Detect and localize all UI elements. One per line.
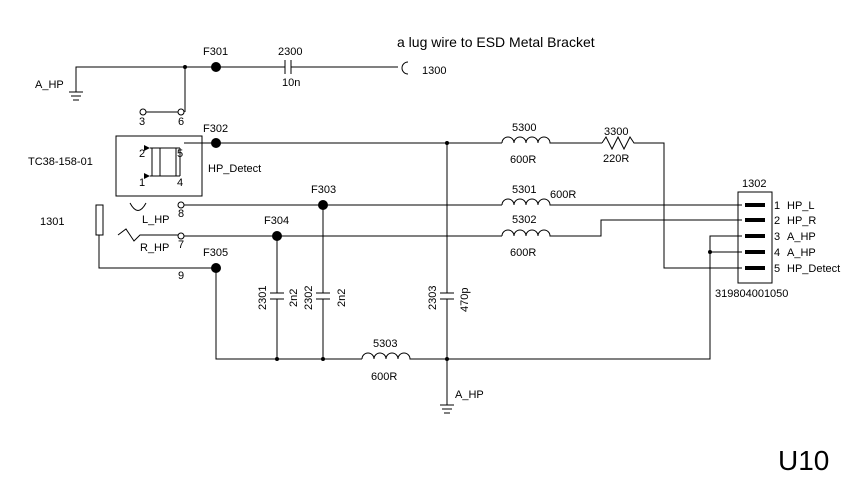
ferrite-label-f304: F304 bbox=[264, 215, 289, 227]
connector-pin-5-name: HP_Detect bbox=[787, 263, 840, 275]
cap-2301-value: 2n2 bbox=[288, 289, 300, 307]
connector-pin-3-name: A_HP bbox=[787, 231, 816, 243]
jack-pin-1: 1 bbox=[139, 177, 145, 189]
top-ground-net: A_HP F301 2300 10n 1300 bbox=[35, 46, 446, 101]
jack-block: 3 6 2 5 1 4 TC38-158-01 HP_Detect 1301 8… bbox=[28, 67, 261, 282]
connector-pin-1-name: HP_L bbox=[787, 200, 815, 212]
inductor-5301-value: 600R bbox=[550, 189, 576, 201]
ferrite-label-f302: F302 bbox=[203, 123, 228, 135]
resistor-3300-ref: 3300 bbox=[604, 126, 628, 138]
net-hp-detect: F302 5300 600R 3300 220R bbox=[184, 122, 742, 269]
jack-pin-3: 3 bbox=[139, 116, 145, 128]
lug-symbol bbox=[401, 61, 409, 75]
inductor-5302-value: 600R bbox=[510, 247, 536, 259]
connector-body bbox=[737, 191, 773, 284]
hp-detect-label: HP_Detect bbox=[208, 163, 261, 175]
connector-pin-1-num: 1 bbox=[774, 200, 780, 212]
ferrite-label-f303: F303 bbox=[311, 184, 336, 196]
connector-ref: 1302 bbox=[742, 178, 766, 190]
shunt-capacitors: 2301 2n2 2302 2n2 2303 470p bbox=[257, 143, 471, 359]
ground-label-top: A_HP bbox=[35, 79, 64, 91]
jack-pin-6: 6 bbox=[178, 116, 184, 128]
connector-pin-2-name: HP_R bbox=[787, 215, 816, 227]
cap-2303-ref: 2303 bbox=[427, 286, 439, 310]
jack-pin-5: 5 bbox=[177, 148, 183, 160]
cap-2302-ref: 2302 bbox=[303, 286, 315, 310]
jack-pin-2: 2 bbox=[139, 148, 145, 160]
cap-2302-value: 2n2 bbox=[336, 289, 348, 307]
inductor-5302-ref: 5302 bbox=[512, 214, 536, 226]
cap-2303-value: 470p bbox=[459, 288, 471, 312]
connector-pin-4-name: A_HP bbox=[787, 247, 816, 259]
net-hp-r: F304 5302 600R bbox=[184, 214, 742, 259]
connector-part-no: 319804001050 bbox=[715, 288, 788, 300]
cap-2300-ref: 2300 bbox=[278, 46, 302, 58]
jack-pin-4: 4 bbox=[177, 177, 183, 189]
r-hp-label: R_HP bbox=[140, 242, 169, 254]
cap-2300-value: 10n bbox=[282, 77, 300, 89]
inductor-5300-ref: 5300 bbox=[512, 122, 536, 134]
jack-switch-box bbox=[115, 135, 203, 197]
connector-1302: 1302 1 HP_L 2 HP_R 3 A_HP 4 A_HP 5 HP_De… bbox=[715, 178, 840, 300]
ferrite-label-f301: F301 bbox=[203, 46, 228, 58]
ground-symbol-bottom bbox=[440, 404, 454, 414]
l-hp-label: L_HP bbox=[142, 214, 170, 226]
ferrite-dot-f302 bbox=[211, 138, 221, 148]
ferrite-label-f305: F305 bbox=[203, 247, 228, 259]
jack-ref-label: TC38-158-01 bbox=[28, 156, 93, 168]
ground-symbol-top bbox=[69, 91, 83, 101]
ferrite-dot-f301 bbox=[211, 62, 221, 72]
bracket-note: a lug wire to ESD Metal Bracket bbox=[397, 34, 595, 50]
net-ground-bus: F305 5303 600R A_HP bbox=[203, 235, 742, 414]
connector-pin-3-num: 3 bbox=[774, 231, 780, 243]
connector-pin-5-num: 5 bbox=[774, 263, 780, 275]
ground-label-bottom: A_HP bbox=[455, 389, 484, 401]
connector-pin-2-num: 2 bbox=[774, 215, 780, 227]
inductor-5303-ref: 5303 bbox=[373, 338, 397, 350]
sheet-label: U10 bbox=[778, 445, 829, 476]
inductor-5303-value: 600R bbox=[371, 371, 397, 383]
jack-pin-7: 7 bbox=[178, 239, 184, 251]
jack-pin-9: 9 bbox=[178, 270, 184, 282]
jack-sleeve bbox=[95, 204, 104, 236]
resistor-3300-value: 220R bbox=[603, 153, 629, 165]
jack-pin-8: 8 bbox=[178, 208, 184, 220]
inductor-5300-value: 600R bbox=[510, 154, 536, 166]
jack-ref-1301: 1301 bbox=[40, 216, 64, 228]
capacitor-2300 bbox=[284, 60, 398, 74]
cap-2301-ref: 2301 bbox=[257, 286, 269, 310]
connector-pin-4-num: 4 bbox=[774, 247, 780, 259]
lug-ref: 1300 bbox=[422, 65, 446, 77]
inductor-5301-ref: 5301 bbox=[512, 184, 536, 196]
net-hp-l: F303 5301 600R bbox=[184, 184, 742, 210]
